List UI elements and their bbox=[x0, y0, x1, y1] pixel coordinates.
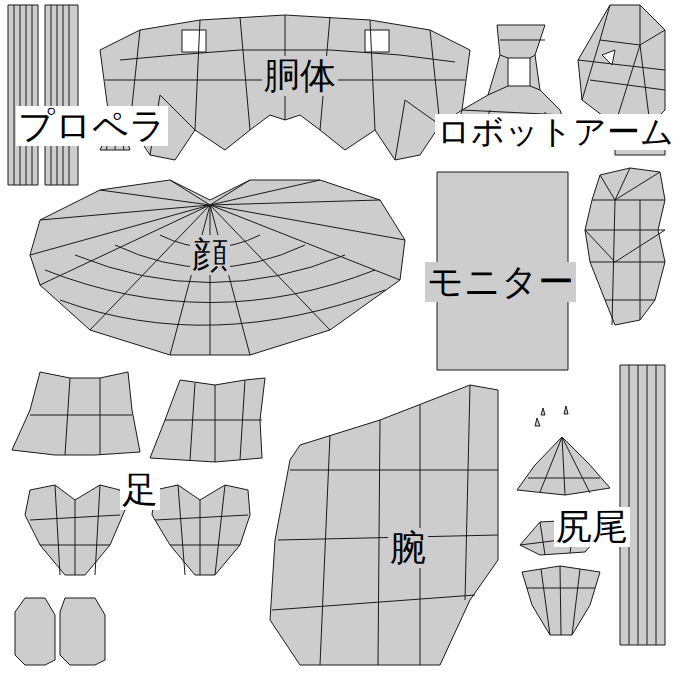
part-name: モニター bbox=[425, 262, 576, 302]
part-name: ロボットアーム bbox=[435, 114, 676, 150]
part-name: 顔 bbox=[190, 235, 230, 275]
part-name: 腕 bbox=[388, 528, 428, 568]
part-name: 胴体 bbox=[262, 56, 338, 96]
part-name: プロペラ bbox=[16, 106, 168, 146]
part-name: 足 bbox=[120, 470, 160, 510]
part-name: 尻尾 bbox=[554, 507, 630, 547]
